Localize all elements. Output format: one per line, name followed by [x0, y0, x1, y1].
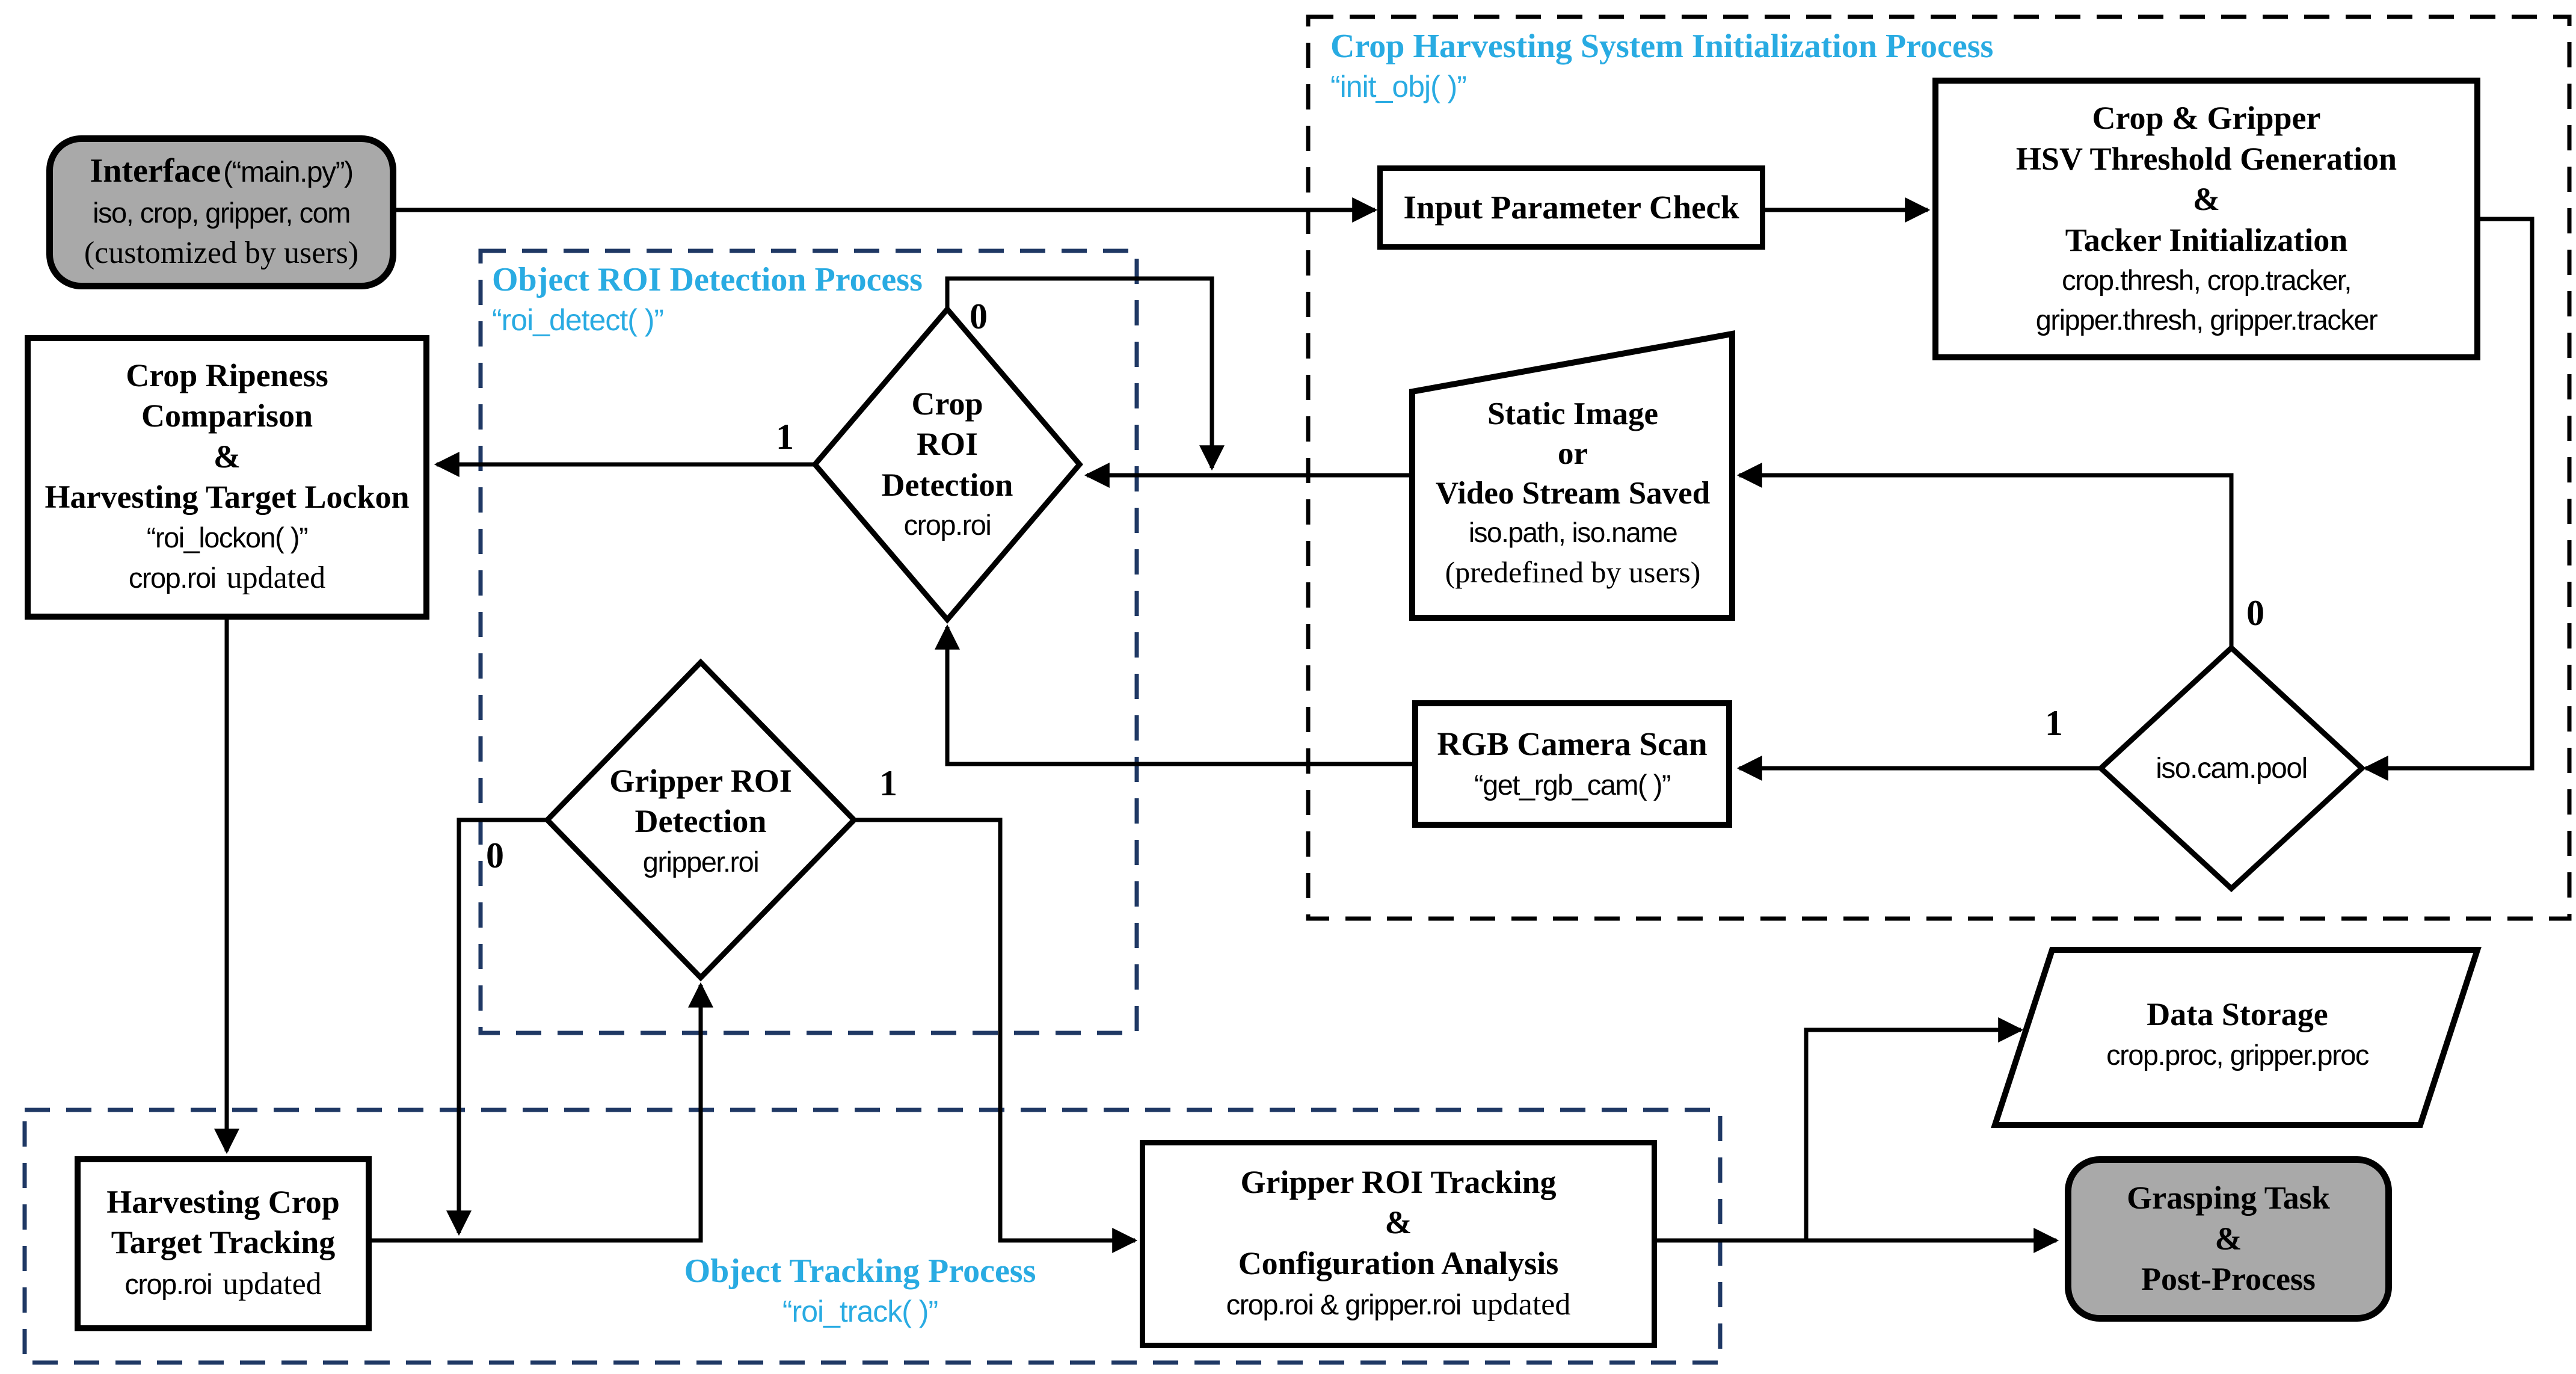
node-note: updated	[1471, 1287, 1571, 1322]
interface-note: (customized by users)	[84, 236, 359, 271]
node-rgb-camera-scan: RGB Camera Scan “get_rgb_cam( )”	[1412, 700, 1732, 828]
group-function: “roi_track( )”	[782, 1295, 938, 1329]
node-attrs: gripper.thresh, gripper.tracker	[2035, 304, 2378, 336]
branch-label-cam-pool-1: 1	[2045, 703, 2063, 743]
edge-rgb-scan-to-crop-roi	[935, 624, 1412, 766]
node-static-image-text: Static Image or Video Stream Saved iso.p…	[1419, 379, 1726, 608]
node-line: Harvesting Crop	[106, 1183, 340, 1220]
branch-label-gripper-roi-1: 1	[879, 763, 897, 803]
decision-line: Detection	[635, 803, 767, 840]
node-attr: crop.roi	[128, 562, 217, 594]
node-update-line: crop.roi updated	[124, 1263, 321, 1305]
decision-gripper-roi	[543, 658, 858, 982]
node-line: Crop & Gripper	[2092, 100, 2321, 137]
node-grasping-post-process: Grasping Task & Post-Process	[2065, 1156, 2392, 1322]
group-box-tracking-process	[22, 1108, 1723, 1365]
branch-label-cam-pool-0: 0	[2246, 593, 2264, 633]
node-interface: Interface (“main.py”) iso, crop, gripper…	[46, 135, 396, 289]
decision-crop-roi-text: Crop ROI Detection crop.roi	[851, 348, 1044, 581]
node-line: or	[1557, 436, 1588, 471]
node-line: HSV Threshold Generation	[2015, 140, 2397, 177]
branch-label-crop-roi-0: 0	[970, 297, 988, 336]
interface-title: Interface	[90, 152, 221, 190]
node-note: (predefined by users)	[1445, 555, 1701, 589]
node-line: Tacker Initialization	[2065, 221, 2348, 258]
node-update-line: crop.roi & gripper.roi updated	[1226, 1284, 1571, 1326]
node-note: updated	[226, 561, 326, 596]
interface-title-line: Interface (“main.py”)	[90, 150, 354, 193]
node-title: Input Parameter Check	[1403, 189, 1739, 226]
group-function: “init_obj( )”	[1330, 70, 1467, 104]
node-line: Crop Ripeness	[126, 357, 328, 393]
io-data-storage	[1991, 947, 2482, 1128]
node-hsv-threshold-generation: Crop & Gripper HSV Threshold Generation …	[1932, 78, 2480, 360]
decision-cam-pool	[2097, 644, 2366, 893]
edge-gripper-roi-1-to-gripper-tracking	[854, 818, 1138, 1253]
node-line: Harvesting Target Lockon	[45, 479, 410, 515]
group-title: Crop Harvesting System Initialization Pr…	[1330, 28, 1994, 65]
decision-line: Gripper ROI	[609, 762, 792, 799]
node-harvest-target-tracking: Harvesting Crop Target Tracking crop.roi…	[75, 1156, 372, 1331]
node-line: Static Image	[1487, 396, 1659, 431]
edge-gripper-tracking-to-data-storage	[1804, 1017, 2024, 1240]
node-gripper-roi-tracking: Gripper ROI Tracking & Configuration Ana…	[1140, 1140, 1657, 1348]
edge-gripper-roi-0-retry-loop	[446, 818, 547, 1236]
io-data-storage-text: Data Storage crop.proc, gripper.proc	[2009, 978, 2466, 1092]
node-line: Comparison	[141, 398, 313, 434]
interface-subtitle: (“main.py”)	[223, 156, 354, 189]
node-attrs: iso.path, iso.name	[1468, 517, 1678, 549]
group-box-initialization-process	[1306, 14, 2572, 921]
node-line: Grasping Task	[2127, 1180, 2330, 1216]
branch-label-crop-roi-1: 1	[776, 417, 794, 457]
node-line: Post-Process	[2141, 1261, 2316, 1298]
node-attrs: crop.proc, gripper.proc	[2106, 1038, 2369, 1071]
group-title: Object ROI Detection Process	[492, 261, 923, 298]
node-function: “get_rgb_cam( )”	[1474, 768, 1671, 801]
node-line: &	[1385, 1204, 1412, 1241]
node-line: &	[2215, 1220, 2242, 1257]
interface-attrs: iso, crop, gripper, com	[93, 196, 351, 229]
node-attr: crop.roi	[124, 1268, 212, 1300]
node-title: RGB Camera Scan	[1437, 726, 1708, 763]
decision-line: ROI	[916, 426, 978, 463]
label-initialization-process: Crop Harvesting System Initialization Pr…	[1330, 26, 2172, 108]
node-line: &	[2193, 181, 2220, 218]
decision-gripper-roi-text: Gripper ROI Detection gripper.roi	[550, 746, 851, 896]
node-update-line: crop.roi updated	[129, 557, 325, 599]
group-function: “roi_detect( )”	[492, 303, 664, 337]
branch-label-gripper-roi-0: 0	[486, 836, 504, 875]
decision-line: Detection	[881, 466, 1013, 503]
io-static-image	[1409, 330, 1735, 621]
group-title: Object Tracking Process	[684, 1252, 1036, 1290]
node-line: Target Tracking	[111, 1224, 336, 1261]
decision-attr: crop.roi	[903, 509, 992, 541]
node-line: Gripper ROI Tracking	[1240, 1163, 1557, 1200]
decision-attr: gripper.roi	[642, 845, 760, 878]
node-title: Data Storage	[2147, 996, 2328, 1033]
node-crop-ripeness-lockon: Crop Ripeness Comparison & Harvesting Ta…	[25, 335, 429, 620]
node-attrs: crop.thresh, crop.tracker,	[2062, 264, 2352, 297]
decision-crop-roi	[811, 305, 1083, 624]
label-tracking-process: Object Tracking Process “roi_track( )”	[529, 1251, 1191, 1332]
group-box-roi-detection-process	[478, 248, 1139, 1035]
edge-hsv-to-cam-pool	[2362, 217, 2535, 781]
node-attr: crop.roi & gripper.roi	[1226, 1289, 1462, 1321]
node-line: Video Stream Saved	[1435, 476, 1711, 511]
edge-harvest-tracking-to-gripper-roi	[372, 982, 713, 1243]
decision-label: iso.cam.pool	[2156, 753, 2308, 785]
node-line: Configuration Analysis	[1238, 1245, 1559, 1281]
label-roi-detection-process: Object ROI Detection Process “roi_detect…	[492, 260, 1033, 341]
node-function: “roi_lockon( )”	[146, 521, 309, 553]
node-input-parameter-check: Input Parameter Check	[1377, 165, 1765, 250]
decision-cam-pool-text: iso.cam.pool	[2105, 745, 2358, 793]
edge-crop-roi-0-retry-loop	[945, 276, 1225, 471]
edge-cam-pool-0-to-static-image	[1736, 463, 2234, 648]
decision-line: Crop	[911, 385, 983, 422]
node-note: updated	[223, 1266, 322, 1301]
node-line: &	[214, 438, 241, 475]
